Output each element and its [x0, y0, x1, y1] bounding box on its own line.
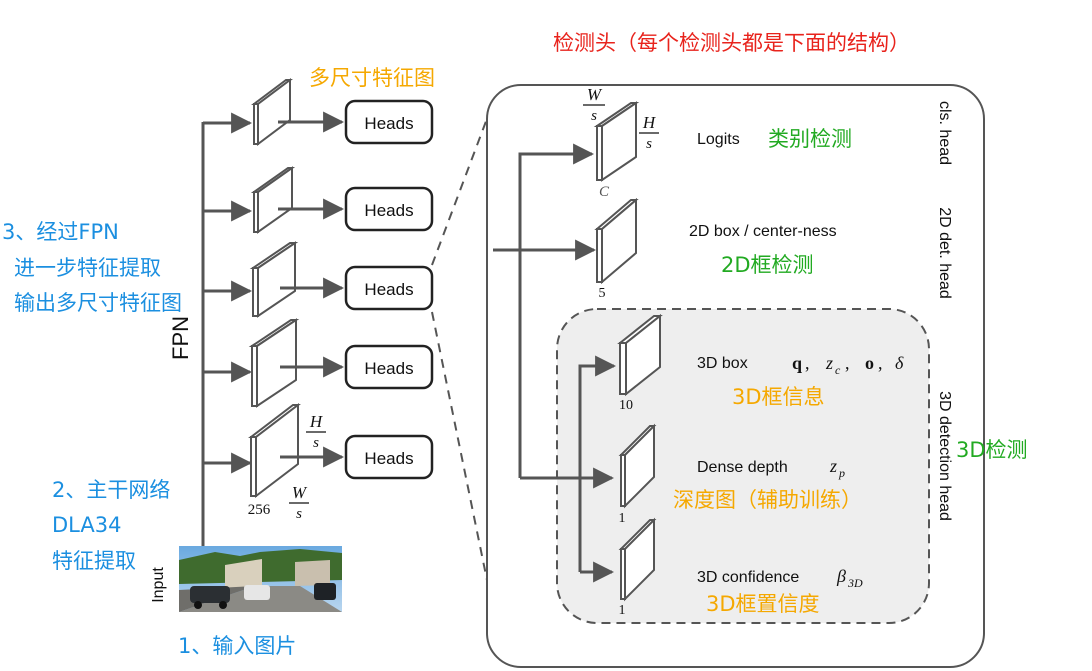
fpn-feature-cube-3: [249, 241, 299, 318]
zoom-line-top: [431, 115, 489, 266]
fpn-channel-count: 256: [248, 502, 271, 518]
heads-box-1: Heads: [344, 99, 434, 145]
step2-annotation-line1: 2、主干网络: [52, 478, 170, 502]
depth-output-cube: [618, 423, 657, 509]
box3d-cn-label: 3D框信息: [732, 385, 825, 409]
cls-cn-label: 类别检测: [768, 127, 852, 151]
heads-label: Heads: [364, 201, 413, 220]
det2d-head-side-label: 2D det. head: [936, 207, 953, 299]
heads-box-4: Heads: [344, 344, 434, 390]
zoom-line-bottom: [431, 311, 489, 586]
depth-param-sub: p: [838, 466, 845, 480]
cls-dim-h-over-s: H s: [639, 113, 659, 152]
depth-label: Dense depth: [697, 459, 788, 476]
box3d-branch-line: [578, 355, 617, 572]
dim-s: s: [296, 506, 302, 522]
fpn-feature-cube-1: [251, 78, 293, 146]
heads-label: Heads: [364, 114, 413, 133]
svg-text:,: ,: [845, 353, 850, 373]
det2d-channel-count: 5: [599, 286, 606, 301]
det2d-cn-label: 2D框检测: [721, 253, 814, 277]
heads-box-3: Heads: [344, 265, 434, 311]
box3d-params: q , z c , o , δ: [792, 353, 904, 377]
det2d-output-cube: [594, 197, 639, 285]
dim-s: s: [646, 136, 652, 152]
cls-dim-w-over-s: W s: [583, 85, 605, 124]
cls-head-side-label: cls. head: [936, 101, 953, 165]
depth-cn-label: 深度图（辅助训练）: [673, 488, 862, 512]
confidence-label: 3D confidence: [697, 569, 799, 586]
step2-annotation-line2: DLA34: [52, 513, 121, 537]
cls-output-cube: [593, 101, 640, 182]
confidence-cn-label: 3D框置信度: [706, 592, 820, 616]
logits-label: Logits: [697, 131, 740, 148]
depth-channel-count: 1: [619, 511, 626, 526]
det3d-cn-label: 3D检测: [956, 438, 1028, 462]
head-group-title: 检测头（每个检测头都是下面的结构）: [553, 31, 910, 55]
fpn-dim-w-over-s: W s: [289, 483, 309, 522]
box3d-label: 3D box: [697, 355, 748, 372]
cls-channel-count: C: [599, 184, 610, 200]
step3-annotation-line3: 输出多尺寸特征图: [14, 291, 182, 315]
step1-annotation: 1、输入图片: [178, 634, 296, 658]
heads-label: Heads: [364, 280, 413, 299]
dim-w: W: [292, 483, 308, 502]
dim-s: s: [313, 435, 319, 451]
fpn-section: Heads Heads Heads Heads Heads H s W s: [168, 66, 435, 548]
heads-label: Heads: [364, 359, 413, 378]
heads-box-2: Heads: [344, 186, 434, 232]
cls-branch-line: [518, 143, 595, 478]
confidence-param: β: [836, 566, 846, 586]
step3-annotation-line2: 进一步特征提取: [14, 256, 161, 280]
confidence-output-cube: [618, 517, 657, 602]
fpn-feature-cube-5: [248, 402, 301, 499]
depth-param: z: [829, 456, 837, 476]
fpn-dim-h-over-s: H s: [306, 412, 326, 451]
param-o: o: [865, 353, 874, 373]
det2d-label: 2D box / center-ness: [689, 223, 837, 240]
head-detail-panel: W s H s C Logits 类别检测 5 2D box / center-…: [486, 84, 985, 668]
param-q: q: [792, 353, 802, 373]
fpn-label: FPN: [168, 316, 193, 360]
box3d-channel-count: 10: [619, 398, 633, 413]
dim-h: H: [642, 113, 657, 132]
multi-scale-feature-label: 多尺寸特征图: [309, 66, 435, 90]
svg-text:,: ,: [878, 353, 883, 373]
param-z: z: [825, 353, 833, 373]
dim-h: H: [309, 412, 324, 431]
heads-label: Heads: [364, 449, 413, 468]
box3d-output-cube: [617, 313, 663, 397]
param-z-sub: c: [835, 363, 841, 377]
confidence-param-sub: 3D: [847, 576, 863, 590]
det3d-head-side-label: 3D detection head: [936, 391, 953, 521]
dim-s: s: [591, 108, 597, 124]
step2-annotation-line3: 特征提取: [52, 549, 136, 573]
param-delta: δ: [895, 353, 904, 373]
fpn-feature-cube-4: [248, 318, 300, 408]
input-image: Input: [150, 546, 342, 612]
dim-w: W: [587, 85, 603, 104]
input-label: Input: [150, 567, 167, 603]
step3-annotation-line1: 3、经过FPN: [2, 220, 119, 244]
confidence-channel-count: 1: [619, 603, 626, 618]
heads-box-5: Heads: [344, 434, 434, 480]
fpn-feature-cube-2: [250, 166, 296, 234]
svg-text:,: ,: [805, 353, 810, 373]
